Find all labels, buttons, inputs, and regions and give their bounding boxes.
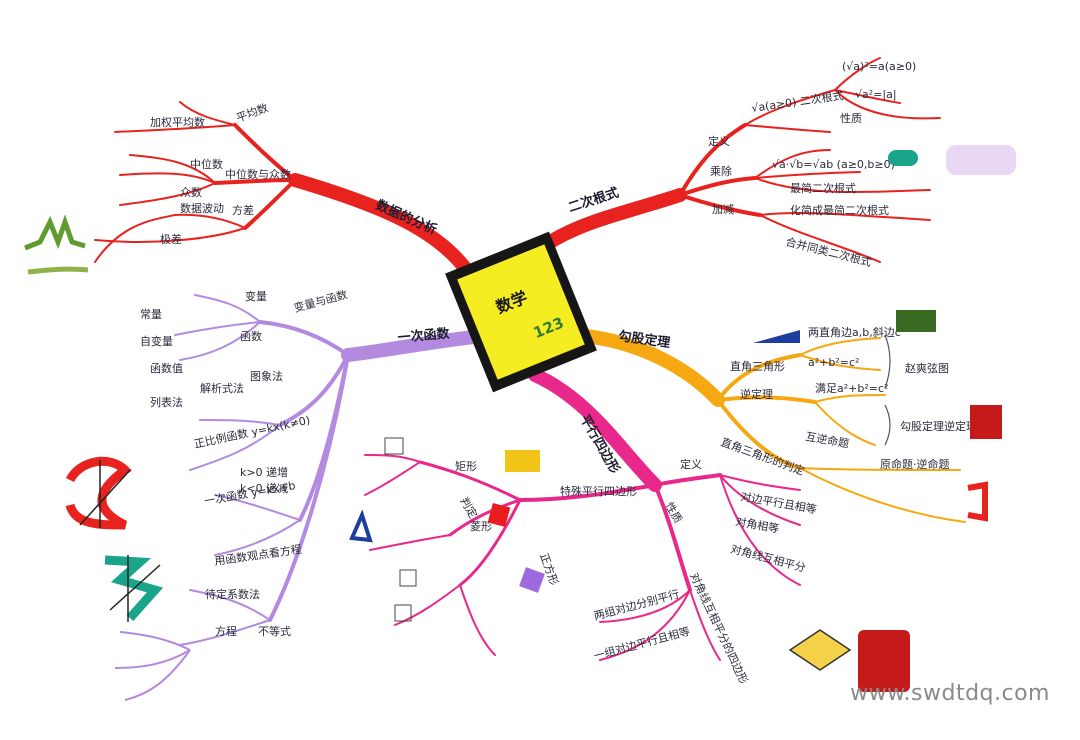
node-label: 合并同类二次根式 <box>784 234 873 269</box>
node-label: 两直角边a,b,斜边c <box>808 325 901 339</box>
node-label: √a(a≥0) 二次根式 <box>750 88 844 115</box>
node-label: 满足a²+b²=c² <box>815 382 888 395</box>
red-box-icon <box>970 405 1002 439</box>
central-node-fill <box>457 244 585 380</box>
node-label: k>0 递增 <box>240 465 288 479</box>
node-label: 待定系数法 <box>205 587 260 601</box>
watermark-text: www.swdtdq.com <box>850 681 1050 706</box>
branch-title-linear-function: 一次函数 <box>397 325 451 346</box>
node-label: 一组对边平行且相等 <box>592 624 691 663</box>
node-label: 逆定理 <box>740 387 773 401</box>
node-label: 加权平均数 <box>150 116 205 129</box>
node-label: 定义 <box>680 457 702 471</box>
main-limb <box>528 368 662 492</box>
node-label: 赵爽弦图 <box>905 361 949 375</box>
branch-title-pythagorean: 勾股定理 <box>617 328 671 351</box>
node-label: 加减 <box>712 203 734 216</box>
yellow-rectangle-icon <box>505 450 540 472</box>
node-label: 函数 <box>240 330 262 343</box>
red-square-icon <box>487 503 511 527</box>
main-limb <box>288 173 477 282</box>
decor-graph-teal-icon <box>104 555 164 622</box>
node-label: 平均数 <box>235 101 270 125</box>
node-label: 众数 <box>180 186 202 199</box>
node-label: 对角线互相平分的四边形 <box>687 570 751 686</box>
node-label: a²+b²=c² <box>808 356 859 369</box>
node-label: 函数值 <box>150 362 183 375</box>
node-label: 菱形 <box>470 520 492 533</box>
red-bracket-icon <box>967 481 988 522</box>
node-label: 中位数与众数 <box>225 167 291 181</box>
lavender-bubble-icon <box>946 145 1016 175</box>
branch-quadratic-radicals <box>518 57 941 269</box>
node-label: 勾股定理逆定理 <box>900 419 977 433</box>
node-label: 图象法 <box>250 369 283 383</box>
node-label: 极差 <box>160 232 182 246</box>
branch-data-analysis <box>94 101 477 282</box>
main-limb <box>568 328 725 407</box>
node-label: √a·√b=√ab (a≥0,b≥0) <box>772 158 895 171</box>
node-label: 定义 <box>708 134 730 148</box>
brace <box>884 334 891 389</box>
brace <box>884 404 891 446</box>
node-label: 性质 <box>840 111 862 125</box>
node-label: 化简成最简二次根式 <box>790 203 889 217</box>
node-label: 对边平行且相等 <box>739 489 817 516</box>
node-label: 对角线互相平分 <box>729 541 807 574</box>
branch-linear-function <box>174 294 499 646</box>
rhombus-icon <box>788 629 852 671</box>
node-label: 自变量 <box>140 334 173 348</box>
node-label: 对角相等 <box>734 514 780 535</box>
node-label: 常量 <box>140 308 162 321</box>
node-label: 变量与函数 <box>292 287 349 315</box>
central-node[interactable]: 数学 123 <box>445 231 597 393</box>
branch-parallelogram <box>364 368 801 661</box>
node-label: 用函数观点看方程 <box>213 542 302 568</box>
node-label: 数据波动 <box>180 201 224 215</box>
node-label: k<0 递减 <box>240 481 288 495</box>
branch-pythagorean <box>568 328 966 523</box>
teal-bubble-icon <box>888 150 918 166</box>
node-label: (√a)²=a(a≥0) <box>842 60 916 73</box>
decor-bell-curve-icon <box>24 214 89 275</box>
node-label: 方程 <box>215 624 237 638</box>
node-label: 不等式 <box>258 624 291 638</box>
purple-sub-tree <box>114 631 191 701</box>
node-label: 最简二次根式 <box>790 181 856 195</box>
square-sketch-icon <box>394 604 412 622</box>
square-sketch-icon <box>399 569 417 587</box>
node-label: 原命题·逆命题 <box>880 457 950 471</box>
node-label: 列表法 <box>150 395 183 409</box>
node-label: 直角三角形的判定 <box>719 435 806 478</box>
green-grid-icon <box>896 310 936 332</box>
node-label: 直角三角形 <box>730 359 785 373</box>
decor-shapes-icons <box>349 145 1016 692</box>
purple-square-icon <box>519 567 545 593</box>
node-label: 矩形 <box>455 460 477 473</box>
node-label: 中位数 <box>190 157 223 171</box>
blue-triangle-icon <box>349 509 373 543</box>
node-label: 解析式法 <box>200 381 244 395</box>
decor-graph-red-icon <box>65 456 132 530</box>
node-label: √a²=|a| <box>855 88 897 101</box>
node-label: 互逆命题 <box>804 429 850 450</box>
square-sketch-icon <box>384 437 404 455</box>
node-label: 特殊平行四边形 <box>560 484 637 498</box>
red-rectangle-icon <box>858 630 910 692</box>
node-label: 方差 <box>232 203 254 217</box>
right-triangle-icon <box>753 330 800 343</box>
node-label: 乘除 <box>710 164 732 178</box>
node-label: 变量 <box>245 289 267 303</box>
